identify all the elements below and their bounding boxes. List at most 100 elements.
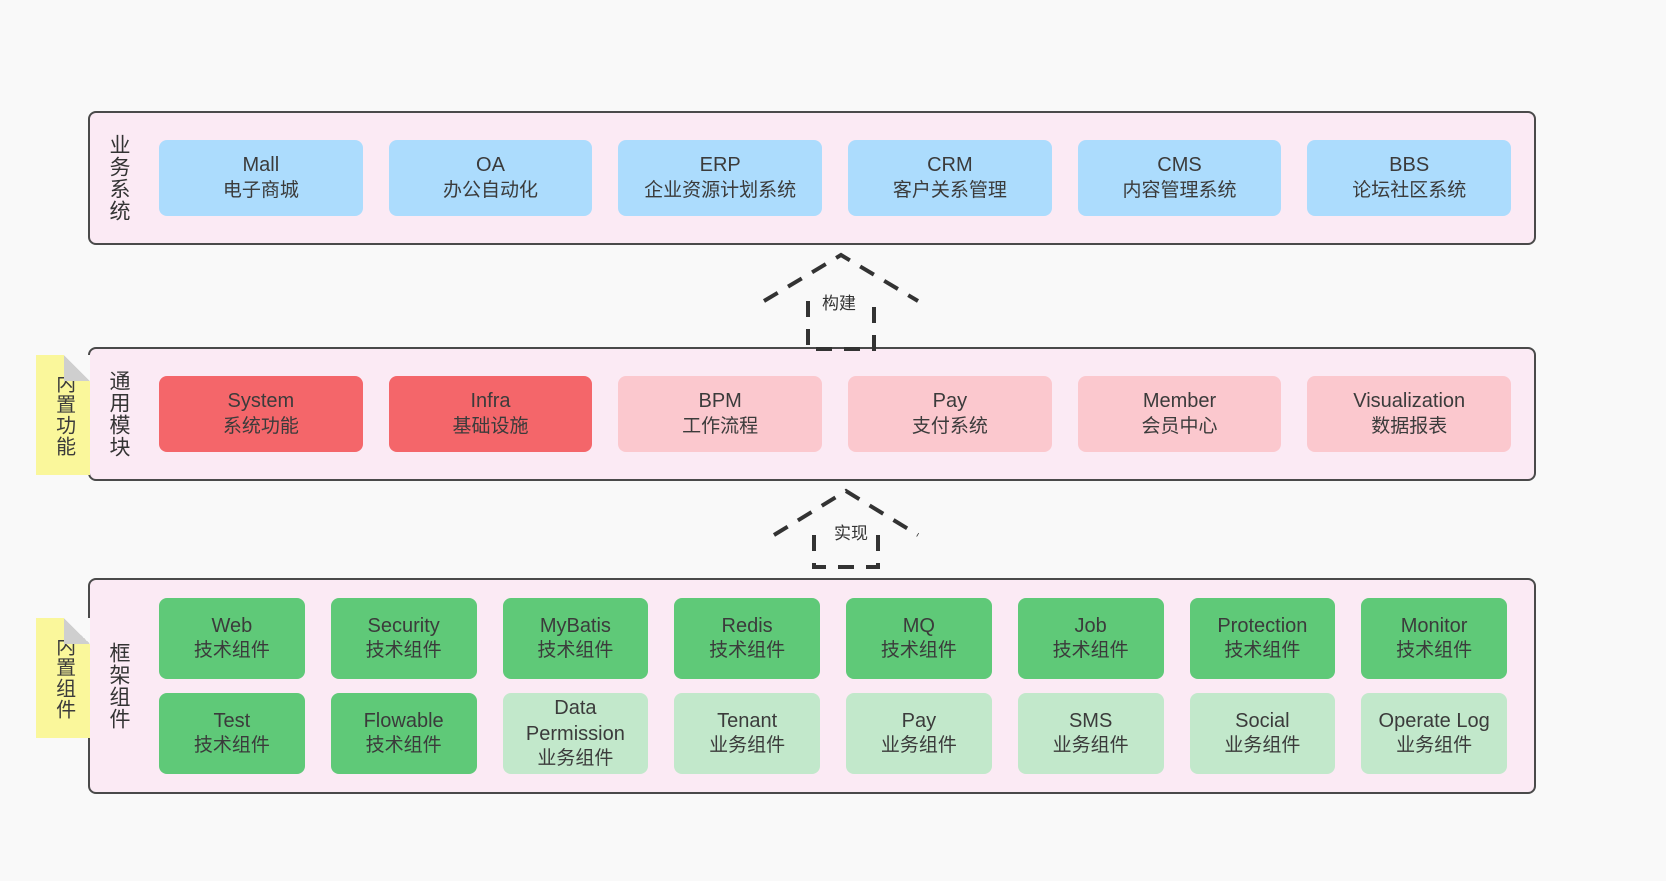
card-operate-log[interactable]: Operate Log 业务组件	[1361, 693, 1507, 774]
note-built-in-components: 内置组件	[36, 618, 90, 738]
layer-business-systems: 业务系统 Mall 电子商城 OA 办公自动化 ERP 企业资源计划系统 CRM…	[88, 111, 1536, 245]
card-infra-sub: 基础设施	[452, 415, 529, 437]
card-oa-name: OA	[476, 154, 505, 177]
card-monitor-sub: 技术组件	[1396, 640, 1473, 662]
arrow-build-label: 构建	[820, 289, 858, 314]
card-job[interactable]: Job 技术组件	[1017, 598, 1164, 679]
card-cms-sub: 内容管理系统	[1122, 179, 1237, 201]
card-bbs[interactable]: BBS 论坛社区系统	[1307, 140, 1512, 216]
card-data-permission[interactable]: Data Permission 业务组件	[502, 693, 649, 774]
card-test-sub: 技术组件	[193, 735, 270, 757]
card-crm-name: CRM	[927, 154, 973, 177]
card-erp[interactable]: ERP 企业资源计划系统	[618, 140, 823, 216]
card-protection-name: Protection	[1217, 614, 1308, 637]
framework-row-business: Test 技术组件 Flowable 技术组件 Data Permission …	[146, 693, 1520, 774]
card-erp-name: ERP	[699, 154, 741, 177]
card-erp-sub: 企业资源计划系统	[644, 179, 797, 201]
card-mall-name: Mall	[242, 154, 280, 177]
card-bpm-name: BPM	[698, 390, 742, 413]
card-job-name: Job	[1074, 614, 1107, 637]
layer-title-common: 通用模块	[106, 370, 130, 458]
arrow-build: 构建	[756, 252, 926, 351]
card-pay-module-sub: 支付系统	[911, 415, 988, 437]
card-operate-log-sub: 业务组件	[1396, 735, 1473, 757]
card-member-sub: 会员中心	[1141, 415, 1218, 437]
card-pay-component[interactable]: Pay 业务组件	[846, 693, 992, 774]
card-crm[interactable]: CRM 客户关系管理	[848, 140, 1052, 216]
card-cms-name: CMS	[1157, 154, 1202, 177]
card-mybatis-sub: 技术组件	[537, 640, 614, 662]
layer-framework-components: 框架组件 Web 技术组件 Security 技术组件 MyBatis 技术组件…	[88, 578, 1536, 794]
card-redis[interactable]: Redis 技术组件	[674, 598, 820, 679]
card-crm-sub: 客户关系管理	[892, 179, 1007, 201]
card-visualization-sub: 数据报表	[1371, 415, 1448, 437]
card-pay-module-name: Pay	[932, 390, 968, 413]
card-data-permission-sub: 业务组件	[537, 747, 614, 769]
card-mq[interactable]: MQ 技术组件	[846, 598, 992, 679]
card-visualization-name: Visualization	[1353, 390, 1466, 413]
card-redis-sub: 技术组件	[709, 640, 786, 662]
card-mall[interactable]: Mall 电子商城	[159, 140, 363, 216]
card-data-permission-name: Data Permission	[525, 697, 625, 745]
card-visualization[interactable]: Visualization 数据报表	[1307, 376, 1512, 452]
card-pay-component-sub: 业务组件	[880, 735, 957, 757]
card-monitor-name: Monitor	[1400, 614, 1468, 637]
card-protection-sub: 技术组件	[1224, 640, 1301, 662]
card-social-sub: 业务组件	[1224, 735, 1301, 757]
card-bbs-sub: 论坛社区系统	[1352, 179, 1467, 201]
common-card-row: System 系统功能 Infra 基础设施 BPM 工作流程 Pay 支付系统…	[146, 349, 1534, 479]
card-security-sub: 技术组件	[365, 640, 442, 662]
card-oa-sub: 办公自动化	[443, 179, 539, 201]
card-monitor[interactable]: Monitor 技术组件	[1361, 598, 1507, 679]
card-sms-name: SMS	[1068, 709, 1113, 732]
arrow-implement-label: 实现	[832, 519, 870, 544]
card-bbs-name: BBS	[1389, 154, 1430, 177]
arrow-implement: 实现	[770, 488, 940, 569]
card-member-name: Member	[1142, 390, 1217, 413]
layer-title-business: 业务系统	[106, 134, 130, 222]
card-web-sub: 技术组件	[193, 640, 270, 662]
card-member[interactable]: Member 会员中心	[1077, 376, 1282, 452]
card-system-sub: 系统功能	[222, 415, 299, 437]
layer-title-framework: 框架组件	[106, 642, 130, 730]
card-pay-module[interactable]: Pay 支付系统	[848, 376, 1052, 452]
card-system[interactable]: System 系统功能	[159, 376, 363, 452]
framework-card-grid: Web 技术组件 Security 技术组件 MyBatis 技术组件 Redi…	[146, 580, 1534, 792]
card-cms[interactable]: CMS 内容管理系统	[1077, 140, 1282, 216]
card-bpm[interactable]: BPM 工作流程	[618, 376, 823, 452]
card-flowable-name: Flowable	[363, 709, 444, 732]
card-sms[interactable]: SMS 业务组件	[1017, 693, 1164, 774]
card-bpm-sub: 工作流程	[682, 415, 759, 437]
card-mybatis-name: MyBatis	[539, 614, 611, 637]
card-protection[interactable]: Protection 技术组件	[1189, 598, 1336, 679]
card-tenant-name: Tenant	[717, 709, 778, 732]
card-oa[interactable]: OA 办公自动化	[388, 140, 593, 216]
card-web[interactable]: Web 技术组件	[159, 598, 305, 679]
card-tenant-sub: 业务组件	[709, 735, 786, 757]
card-tenant[interactable]: Tenant 业务组件	[674, 693, 820, 774]
card-flowable[interactable]: Flowable 技术组件	[330, 693, 477, 774]
generalization-arrow-icon	[772, 488, 920, 569]
framework-row-tech: Web 技术组件 Security 技术组件 MyBatis 技术组件 Redi…	[146, 598, 1520, 679]
card-test[interactable]: Test 技术组件	[159, 693, 305, 774]
card-security-name: Security	[367, 614, 440, 637]
card-infra-name: Infra	[470, 390, 511, 413]
card-system-name: System	[227, 390, 295, 413]
layer-common-modules: 通用模块 System 系统功能 Infra 基础设施 BPM 工作流程 Pay…	[88, 347, 1536, 481]
note-built-in-components-label: 内置组件	[52, 636, 75, 720]
card-job-sub: 技术组件	[1052, 640, 1129, 662]
card-web-name: Web	[211, 614, 253, 637]
business-card-row: Mall 电子商城 OA 办公自动化 ERP 企业资源计划系统 CRM 客户关系…	[146, 113, 1534, 243]
generalization-arrow-icon	[762, 252, 920, 351]
card-test-name: Test	[213, 709, 251, 732]
card-mq-sub: 技术组件	[880, 640, 957, 662]
card-operate-log-name: Operate Log	[1378, 709, 1490, 732]
card-flowable-sub: 技术组件	[365, 735, 442, 757]
card-mybatis[interactable]: MyBatis 技术组件	[502, 598, 649, 679]
card-mall-sub: 电子商城	[222, 179, 299, 201]
card-sms-sub: 业务组件	[1052, 735, 1129, 757]
card-security[interactable]: Security 技术组件	[330, 598, 477, 679]
card-infra[interactable]: Infra 基础设施	[388, 376, 593, 452]
card-social[interactable]: Social 业务组件	[1189, 693, 1336, 774]
